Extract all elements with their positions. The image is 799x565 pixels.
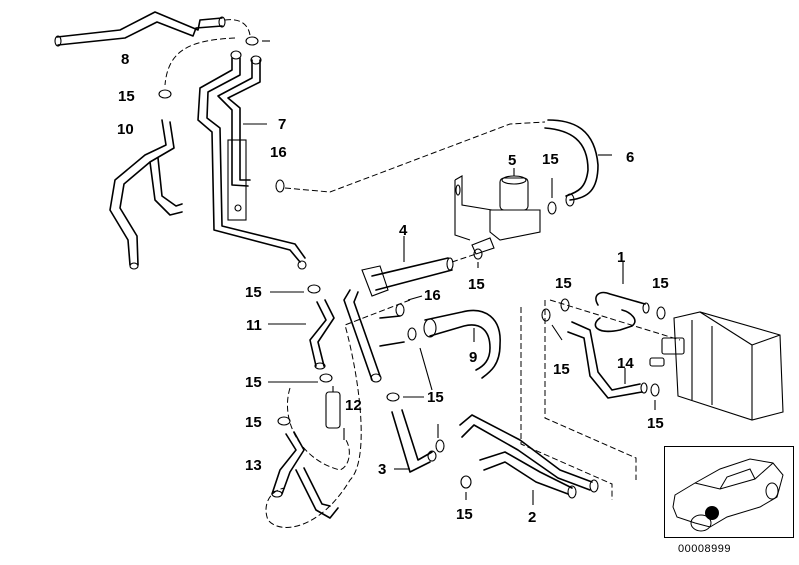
clamp-icon xyxy=(407,327,433,391)
clamp-icon xyxy=(395,295,423,317)
clamp-icon xyxy=(386,392,424,402)
part-label-15: 15 xyxy=(555,275,572,292)
heater-core-part xyxy=(649,311,784,421)
part-label-15: 15 xyxy=(647,415,664,432)
car-outline-icon xyxy=(672,458,784,532)
part-label-15: 15 xyxy=(553,361,570,378)
connector-line xyxy=(284,121,546,193)
pipe-part-3 xyxy=(391,409,437,473)
hose-part-9 xyxy=(423,309,501,379)
part-label-15: 15 xyxy=(456,506,473,523)
clamp-icon xyxy=(158,89,172,99)
pipe-assembly-center xyxy=(265,289,411,528)
hose-part-11 xyxy=(268,299,335,370)
part-label-14: 14 xyxy=(617,355,634,372)
clamp-icon xyxy=(268,373,333,383)
clamp-icon xyxy=(473,248,483,268)
clamp-icon xyxy=(656,306,666,320)
part-label-15: 15 xyxy=(652,275,669,292)
part-label-15: 15 xyxy=(245,374,262,391)
reference-code: 00008999 xyxy=(678,543,731,555)
connector-line xyxy=(520,307,613,500)
part-label-3: 3 xyxy=(378,461,387,478)
part-label-8: 8 xyxy=(121,51,130,68)
filter-part-12 xyxy=(286,386,350,471)
clamp-icon xyxy=(245,36,270,46)
part-label-15: 15 xyxy=(245,414,262,431)
part-label-5: 5 xyxy=(508,152,517,169)
connector-line xyxy=(286,387,350,471)
connector-line xyxy=(549,299,681,341)
part-label-6: 6 xyxy=(626,149,635,166)
part-label-16: 16 xyxy=(270,144,287,161)
hose-part-13 xyxy=(271,431,339,519)
part-label-16: 16 xyxy=(424,287,441,304)
part-label-15: 15 xyxy=(118,88,135,105)
pipe-part-4 xyxy=(361,236,454,297)
clamp-icon xyxy=(547,178,557,215)
clamp-icon xyxy=(277,416,291,426)
clamp-icon xyxy=(541,308,563,341)
clamp-icon xyxy=(435,424,445,453)
part-label-2: 2 xyxy=(528,509,537,526)
part-label-15: 15 xyxy=(542,151,559,168)
vehicle-locator-inset xyxy=(664,446,794,538)
hose-part-6 xyxy=(544,119,612,207)
part-label-7: 7 xyxy=(278,116,287,133)
part-label-15: 15 xyxy=(245,284,262,301)
location-marker-icon xyxy=(705,506,719,520)
clamp-icon xyxy=(275,179,285,193)
connector-line xyxy=(265,299,411,528)
clamp-icon xyxy=(460,475,472,500)
clamp-icon xyxy=(650,383,660,410)
pipe-part-2 xyxy=(459,414,599,505)
part-label-4: 4 xyxy=(399,222,408,239)
hose-part-10 xyxy=(109,119,183,270)
connector-line xyxy=(544,300,637,480)
part-label-9: 9 xyxy=(469,349,478,366)
connector-line xyxy=(224,19,251,36)
part-label-15: 15 xyxy=(468,276,485,293)
part-label-13: 13 xyxy=(245,457,262,474)
hose-part-8 xyxy=(54,11,226,47)
part-label-1: 1 xyxy=(617,249,626,266)
part-label-10: 10 xyxy=(117,121,134,138)
valve-part-5 xyxy=(454,168,541,255)
part-label-15: 15 xyxy=(427,389,444,406)
part-label-11: 11 xyxy=(246,317,262,334)
pipe-part-7 xyxy=(197,50,307,270)
hose-part-14 xyxy=(567,321,648,399)
connector-line xyxy=(451,253,477,263)
connector-line xyxy=(164,37,236,86)
part-label-12: 12 xyxy=(345,397,362,414)
hose-part-1 xyxy=(594,262,650,333)
clamp-icon xyxy=(270,284,321,294)
clamp-icon xyxy=(560,298,570,312)
